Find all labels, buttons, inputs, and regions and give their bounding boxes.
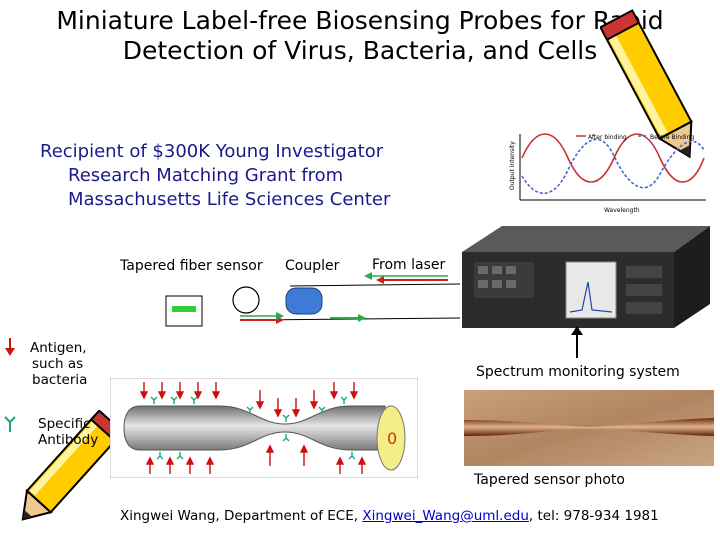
legend-antigen: Antigen, such as bacteria bbox=[30, 340, 87, 388]
tapered-sensor-photo bbox=[464, 390, 714, 466]
grant-line-1: Recipient of $300K Young Investigator bbox=[40, 141, 384, 162]
legend-antigen-line-2: such as bbox=[32, 356, 84, 372]
footer-suffix: , tel: 978-934 1981 bbox=[528, 508, 659, 524]
coupler-block bbox=[285, 287, 323, 315]
tapered-fiber-diagram: 0 bbox=[110, 378, 418, 478]
graph-ylabel: Output intensity bbox=[509, 141, 516, 190]
legend-antibody-line-2: Antibody bbox=[38, 432, 99, 448]
legend-antibody-line-1: Specific bbox=[38, 416, 91, 432]
antigen-arrow-icon bbox=[5, 338, 15, 356]
antigen-arrows-top bbox=[139, 382, 359, 418]
up-arrow-icon bbox=[571, 326, 583, 358]
label-spectrum-monitoring-system: Spectrum monitoring system bbox=[476, 364, 680, 380]
antigen-arrows-bottom bbox=[145, 444, 367, 474]
fiber-loop bbox=[232, 286, 260, 314]
coupler-schematic bbox=[165, 272, 460, 327]
graph-legend-after: After binding bbox=[588, 134, 627, 141]
after-binding-curve bbox=[521, 133, 705, 183]
grant-line-3: Massachusetts Life Sciences Center bbox=[68, 189, 391, 210]
legend-antigen-line-1: Antigen, bbox=[30, 340, 87, 356]
before-binding-curve bbox=[521, 138, 705, 195]
device-screen bbox=[565, 261, 617, 319]
legend-antibody: Specific Antibody bbox=[38, 416, 98, 448]
graph-xlabel: Wavelength bbox=[604, 207, 640, 214]
fiber-end-cap bbox=[376, 405, 406, 471]
legend-antigen-line-3: bacteria bbox=[32, 372, 88, 388]
graph-legend-before: Before Binding bbox=[650, 134, 694, 141]
antibody-marks bbox=[150, 396, 356, 460]
footer-email-link[interactable]: Xingwei_Wang@uml.edu bbox=[362, 508, 529, 524]
grant-text: Recipient of $300K Young Investigator Re… bbox=[40, 140, 460, 212]
pencil-top-icon bbox=[600, 9, 693, 159]
label-from-laser: From laser bbox=[372, 257, 446, 273]
sensor-element bbox=[172, 306, 196, 312]
antibody-icon bbox=[4, 416, 16, 432]
fiber-end-label: 0 bbox=[387, 429, 397, 448]
label-tapered-sensor-photo: Tapered sensor photo bbox=[474, 472, 625, 488]
footer-prefix: Xingwei Wang, Department of ECE, bbox=[120, 508, 363, 524]
title-line-1: Miniature Label-free Biosensing Probes f… bbox=[56, 6, 664, 35]
footer-contact: Xingwei Wang, Department of ECE, Xingwei… bbox=[120, 508, 659, 524]
grant-line-2: Research Matching Grant from bbox=[68, 165, 344, 186]
label-coupler: Coupler bbox=[285, 258, 340, 274]
spectrum-graph: After binding Before Binding Wavelength … bbox=[509, 133, 706, 214]
fiber-body bbox=[123, 405, 386, 451]
pencil-bottom-icon bbox=[21, 410, 125, 521]
slide-title: Miniature Label-free Biosensing Probes f… bbox=[0, 6, 720, 66]
title-line-2: Detection of Virus, Bacteria, and Cells bbox=[122, 36, 598, 65]
label-tapered-fiber-sensor: Tapered fiber sensor bbox=[120, 258, 263, 274]
spectrum-monitor-device bbox=[462, 226, 710, 328]
photo-fiber bbox=[464, 418, 714, 436]
